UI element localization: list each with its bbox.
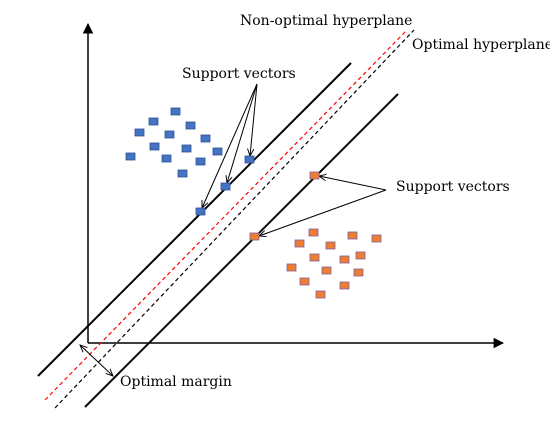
class-a-point (134, 128, 145, 137)
class-b-point (353, 268, 364, 277)
optimal-hyperplane-label: Optimal hyperplane (412, 37, 550, 53)
support-arrows-top (202, 83, 258, 208)
class-b-point (347, 231, 358, 240)
class-a-point (125, 152, 136, 161)
lower-margin-line (84, 93, 399, 408)
optimal-margin-label: Optimal margin (120, 374, 232, 390)
support-vector-a (195, 207, 206, 216)
class-a-point (200, 134, 211, 143)
class-a-point (161, 154, 172, 163)
class-b-point (286, 263, 297, 272)
class-b-point (308, 228, 319, 237)
support-vectors-label-right: Support vectors (396, 179, 510, 195)
support-vector-b (309, 171, 320, 180)
margin-arrow (80, 345, 113, 376)
class-b-point (309, 253, 320, 262)
class-a-point (181, 144, 192, 153)
class-b-point (339, 281, 350, 290)
class-a-point (177, 169, 188, 178)
upper-margin-line (37, 62, 352, 377)
class-b-point (325, 241, 336, 250)
class-a-point (212, 147, 223, 156)
class-b-point (294, 239, 305, 248)
class-a-point (148, 117, 159, 126)
class-b-points (249, 171, 382, 299)
non-optimal-hyperplane-label: Non-optimal hyperplane (240, 13, 412, 29)
class-a-point (149, 142, 160, 151)
class-b-point (299, 277, 310, 286)
class-a-point (185, 121, 196, 130)
class-a-point (170, 107, 181, 116)
non-optimal-hyperplane (44, 29, 408, 401)
support-vector-a (220, 182, 231, 191)
class-b-point (321, 266, 332, 275)
class-a-point (164, 130, 175, 139)
class-b-point (339, 255, 350, 264)
class-a-points (125, 107, 255, 216)
class-a-point (195, 157, 206, 166)
support-vector-a (244, 155, 255, 164)
class-b-point (315, 290, 326, 299)
class-b-point (355, 251, 366, 260)
support-arrows-right (259, 176, 387, 236)
support-vectors-label-top: Support vectors (182, 66, 296, 82)
class-b-point (371, 234, 382, 243)
optimal-hyperplane (54, 29, 415, 409)
support-vector-b (249, 232, 260, 241)
